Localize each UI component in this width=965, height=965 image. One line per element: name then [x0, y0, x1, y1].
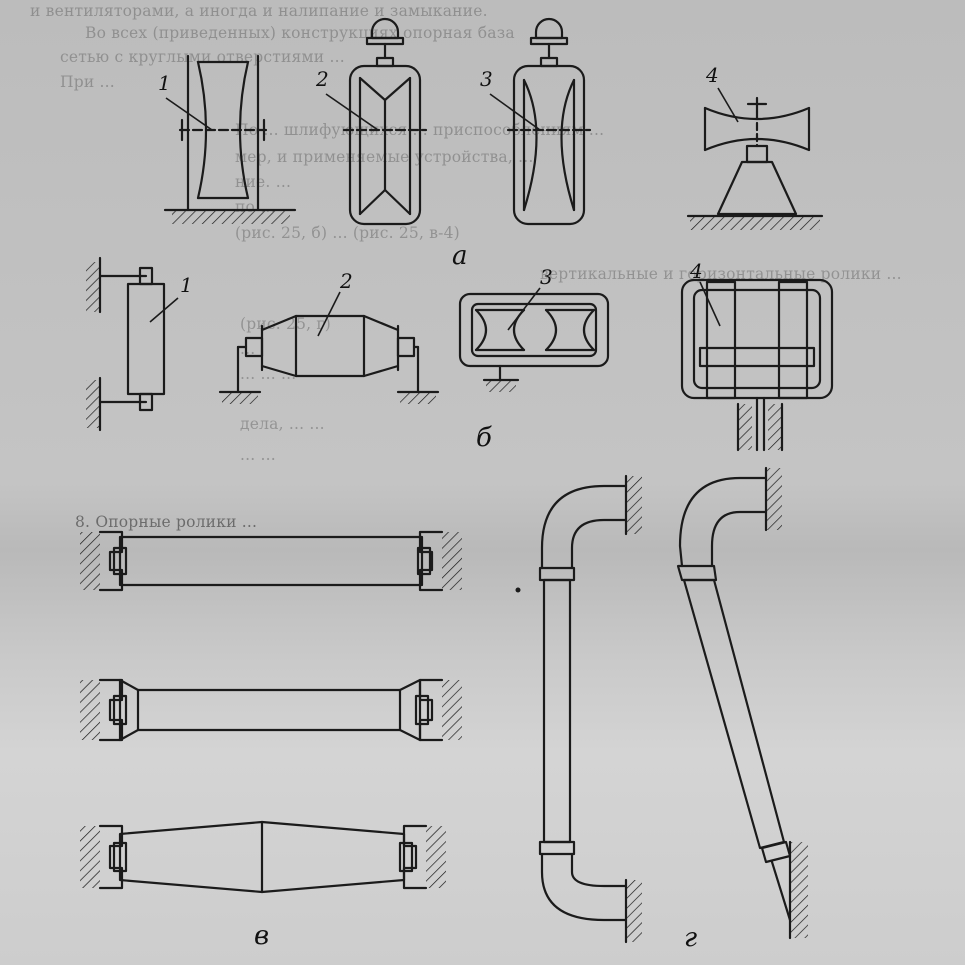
panel-label-g: г [684, 923, 697, 953]
roller-a1 [163, 54, 297, 224]
ink-dot [515, 587, 521, 593]
roller-v1 [80, 530, 462, 592]
roller-a4 [686, 96, 824, 230]
panel-label-b: б [476, 423, 492, 453]
roller-v3 [80, 820, 446, 894]
label-b4: 4 [689, 259, 703, 283]
roller-a2 [342, 17, 428, 226]
bg-text-line: Во всех (приведенных) конструкциях опорн… [85, 24, 515, 42]
roller-b4 [680, 278, 834, 452]
roller-a3 [506, 17, 592, 226]
bg-text-line: сетью с круглыми отверстиями ... [60, 48, 345, 66]
bg-text-line: 8. Опорные ролики ... [75, 513, 258, 531]
bg-text-line: и вентиляторами, а иногда и налипание и … [30, 2, 488, 20]
bg-text-line: ... [240, 340, 256, 358]
roller-g1 [538, 474, 642, 944]
label-b2: 2 [339, 269, 353, 293]
label-b1: 1 [180, 273, 193, 297]
bg-text-line: ... ... [240, 446, 276, 464]
bg-text-line: вертикальные и горизонтальные ролики ... [540, 265, 902, 283]
bg-text-line: (рис. 25, б) ... (рис. 25, в-4) [235, 224, 460, 242]
roller-b1 [86, 256, 166, 432]
panel-label-a: а [452, 241, 468, 271]
roller-b2 [218, 314, 440, 404]
roller-b3 [458, 292, 610, 392]
label-a2: 2 [315, 67, 329, 91]
bg-text-line: ... ... ... [240, 365, 297, 383]
bg-text-line: дела, ... ... [240, 415, 325, 433]
panel-label-v: в [254, 921, 269, 951]
roller-g2 [676, 466, 808, 940]
label-a1: 1 [158, 71, 171, 95]
bg-text-line: При ... [60, 73, 115, 91]
label-a4: 4 [705, 63, 719, 87]
label-b3: 3 [540, 265, 553, 289]
roller-v2 [80, 678, 462, 742]
bg-text-line: ние. ... [235, 173, 292, 191]
label-a3: 3 [480, 67, 493, 91]
